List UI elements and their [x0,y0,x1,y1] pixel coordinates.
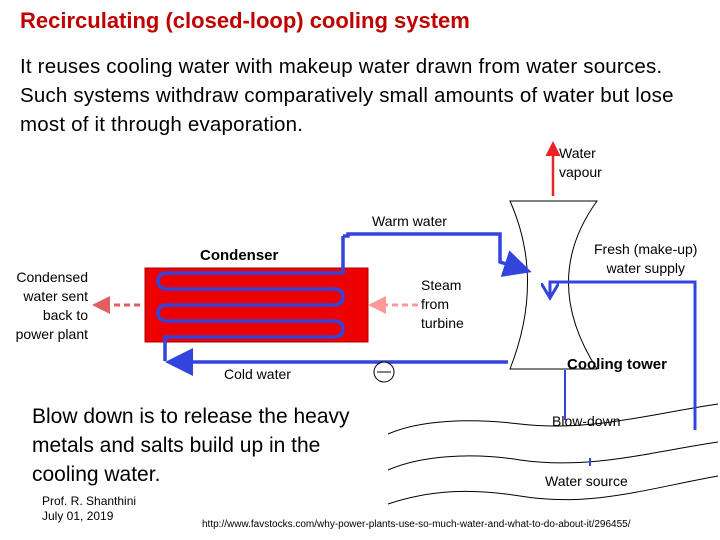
cooling-tower [509,200,598,370]
water-surface-line [387,403,719,435]
blow-down-label: Blow-down [552,413,621,429]
slide-title: Recirculating (closed-loop) cooling syst… [20,8,470,33]
steam-label: Steam from turbine [421,277,464,331]
warm-water-pipe [343,232,532,277]
warm-water-label: Warm water [372,213,447,229]
fresh-water-label: Fresh (make-up) water supply [594,241,698,276]
cold-water-label: Cold water [224,366,291,382]
condenser-label: Condenser [200,247,279,264]
source-url[interactable]: http://www.favstocks.com/why-power-plant… [202,519,631,530]
water-surface-line [387,441,719,471]
condensed-water-label: Condensed water sent back to power plant [15,269,88,342]
water-surface-line [387,475,719,505]
author-credit: Prof. R. Shanthini July 01, 2019 [42,494,137,523]
condenser-coil [156,236,345,361]
makeup-water-pipe [550,280,697,430]
cooling-tower-label: Cooling tower [567,356,667,373]
intro-text: It reuses cooling water with makeup wate… [20,55,674,136]
blowdown-note: Blow down is to release the heavy metals… [32,405,350,486]
water-vapour-label: Water vapour [559,145,602,180]
water-source-label: Water source [545,473,628,489]
